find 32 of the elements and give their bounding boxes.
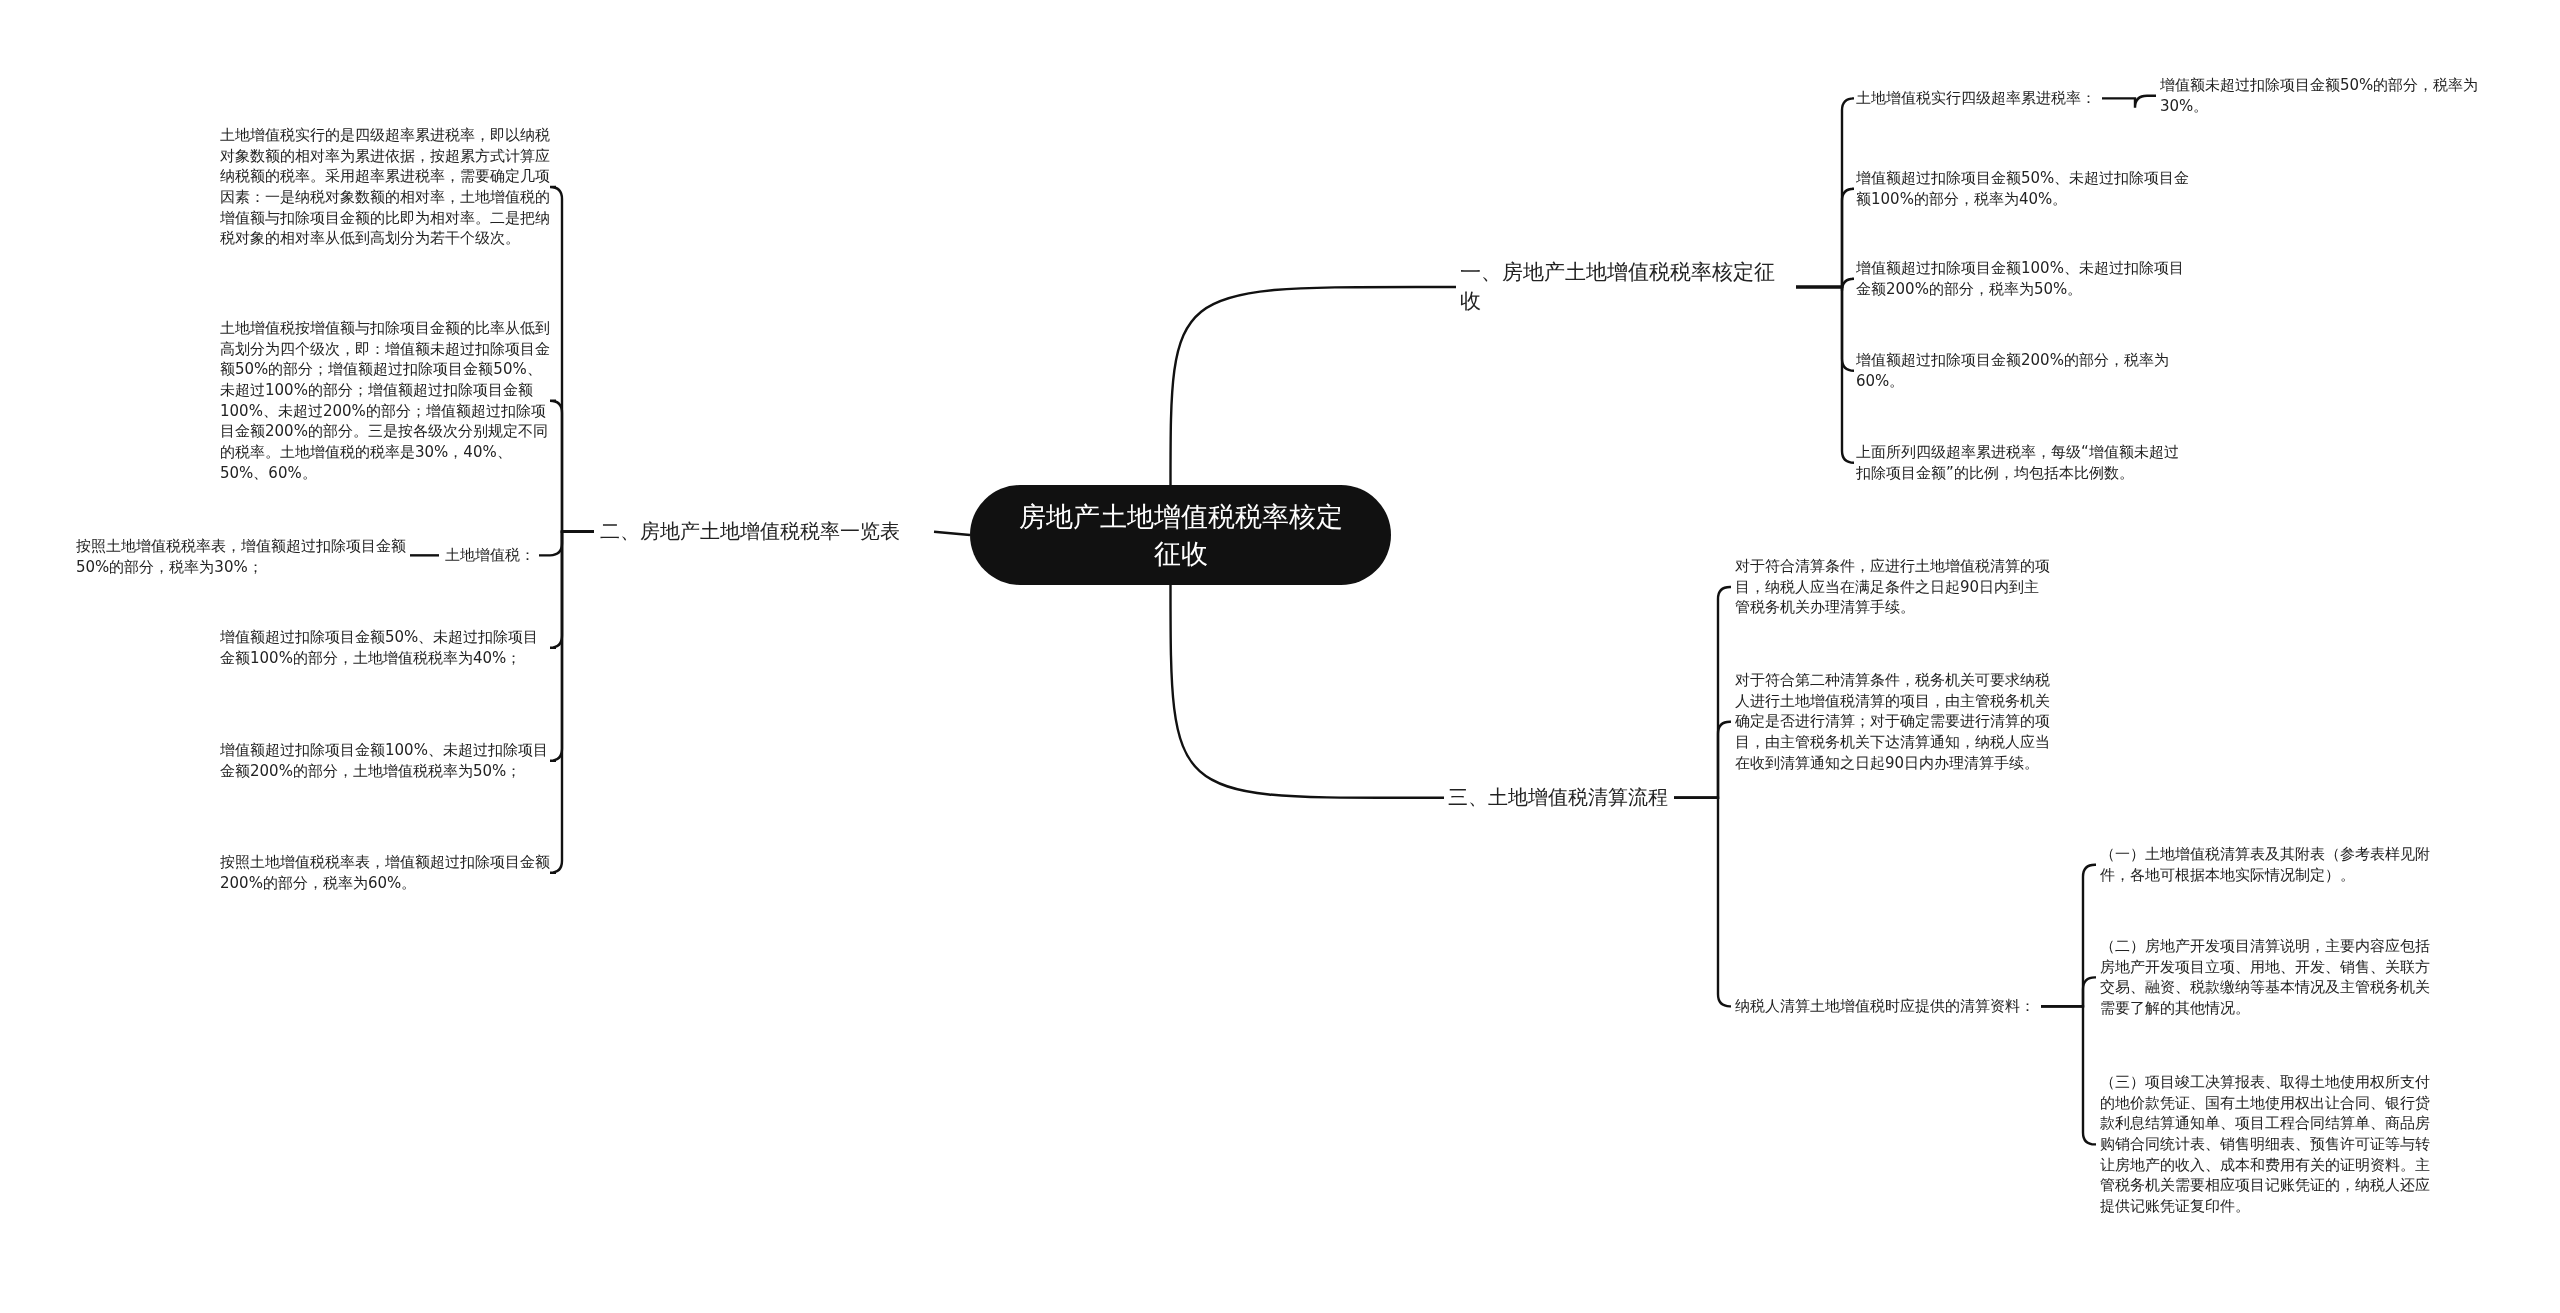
connector [2102,94,2156,109]
note-text: （二）房地产开发项目清算说明，主要内容应包括房地产开发项目立项、用地、开发、销售、关联方交易、融资、税款缴纳等基本情况及主管税务机关需要了解的其他情况。 [2100,936,2440,1019]
branch-label: 一、房地产土地增值税税率核定征收 [1460,258,1790,316]
note-text: （三）项目竣工决算报表、取得土地使用权所支付的地价款凭证、国有土地使用权出让合同、银行贷款利息结算通知单、项目工程合同结算单、商品房购销合同统计表、销售明细表、预售许可证等与转让房地产的收入、成本和费用有关的证明资料。主管税务机关需要相应项目记账凭证的，纳税人还应提供记账凭证复印件。 [2100,1072,2440,1217]
connector [1674,796,1732,1008]
note-text: （一）土地增值税清算表及其附表（参考表样见附件，各地可根据本地实际情况制定）。 [2100,844,2440,886]
note-text: 增值额超过扣除项目金额200%的部分，税率为60%。 [1856,350,2191,392]
connector [548,530,594,874]
note-text: 对于符合第二种清算条件，税务机关可要求纳税人进行土地增值税清算的项目，由主管税务机关确定是否进行清算；对于确定需要进行清算的项目，由主管税务机关下达清算通知，纳税人应当在收到清算通知之日起90日内办理清算手续。 [1735,670,2050,774]
note-text: 按照土地增值税税率表，增值额超过扣除项目金额200%的部分，税率为60%。 [220,852,552,894]
note-text: 增值额超过扣除项目金额50%、未超过扣除项目金额100%的部分，税率为40%。 [1856,168,2191,210]
connector [2041,1005,2097,1146]
note-text: 纳税人清算土地增值税时应提供的清算资料： [1735,996,2035,1017]
note-text: 按照土地增值税税率表，增值额超过扣除项目金额50%的部分，税率为30%； [76,536,406,578]
note-text: 增值额超过扣除项目金额50%、未超过扣除项目金额100%的部分，土地增值税税率为40%； [220,627,552,669]
topic-pill: 房地产土地增值税税率核定征收 [970,485,1391,585]
note-text: 土地增值税实行四级超率累进税率： [1856,88,2096,109]
note-text: 土地增值税按增值额与扣除项目金额的比率从低到高划分为四个级次，即：增值额未超过扣除项目金额50%的部分；增值额超过扣除项目金额50%、未超过100%的部分；增值额超过扣除项目金额100%、未超过200%的部分；增值额超过扣除项目金额200%的部分。三是按各级次分别规定不同的税率。土地增值税的税率是30%，40%、50%、60%。 [220,318,552,484]
note-text: 土地增值税实行的是四级超率累进税率，即以纳税对象数额的相对率为累进依据，按超累方式计算应纳税额的税率。采用超率累进税率，需要确定几项因素：一是纳税对象数额的相对率，土地增值税的增值额与扣除项目金额的比即为相对率。二是把纳税对象的相对率从低到高划分为若干个级次。 [220,125,552,250]
connector [1169,285,1456,485]
branch-label: 三、土地增值税清算流程 [1448,784,1668,812]
connector [1169,585,1444,799]
note-text: 对于符合清算条件，应进行土地增值税清算的项目，纳税人应当在满足条件之日起90日内到主管税务机关办理清算手续。 [1735,556,2050,619]
note-text: 土地增值税： [445,545,535,566]
note-text: 增值额未超过扣除项目金额50%的部分，税率为30%。 [2160,75,2480,117]
branch-label: 二、房地产土地增值税税率一览表 [600,518,930,546]
note-text: 增值额超过扣除项目金额100%、未超过扣除项目金额200%的部分，土地增值税税率为50%； [220,740,552,782]
connector [933,530,971,537]
note-text: 增值额超过扣除项目金额100%、未超过扣除项目金额200%的部分，税率为50%。 [1856,258,2191,300]
connector [410,554,439,557]
connector [1796,285,1856,464]
note-text: 上面所列四级超率累进税率，每级“增值额未超过扣除项目金额”的比例，均包括本比例数。 [1856,442,2191,484]
